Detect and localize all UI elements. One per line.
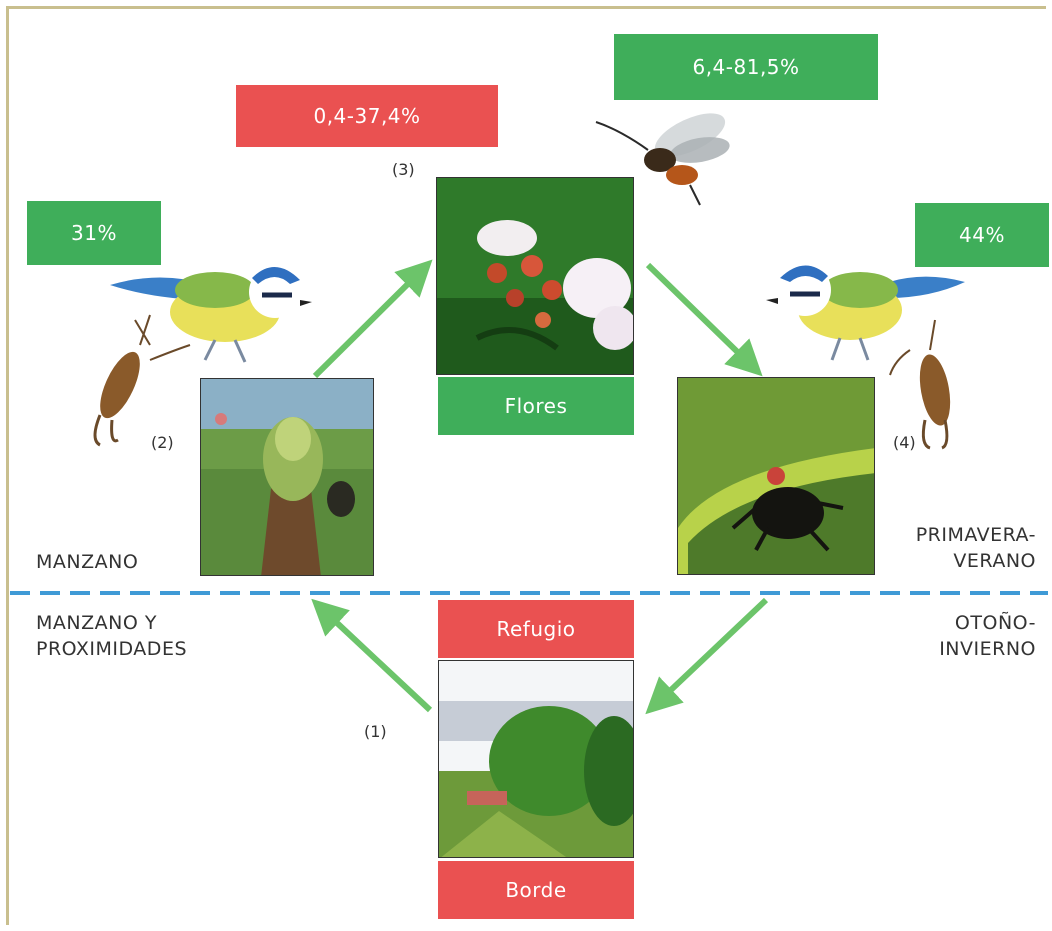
left-green-percentage: 31% <box>27 201 161 265</box>
flores-label: Flores <box>438 377 634 435</box>
borde-label: Borde <box>438 861 634 919</box>
zone-otono-invierno: OTOÑO- INVIERNO <box>939 612 1036 660</box>
stage-4-number: (4) <box>893 433 916 452</box>
zone-primavera-verano: PRIMAVERA- VERANO <box>915 524 1036 572</box>
refugio-label: Refugio <box>438 600 634 658</box>
zone-manzano-proximidades: MANZANO Y PROXIMIDADES <box>36 612 188 660</box>
flowers-photo <box>436 177 634 375</box>
bud-photo <box>200 378 374 576</box>
border-photo <box>438 660 634 858</box>
flowers-illustration <box>437 178 633 374</box>
bud-illustration <box>201 379 373 575</box>
weevil-illustration <box>678 378 874 574</box>
flowers-green-percentage: 6,4-81,5% <box>614 34 878 100</box>
right-green-percentage: 44% <box>915 203 1049 267</box>
weevil-photo <box>677 377 875 575</box>
stage-2-number: (2) <box>151 433 174 452</box>
stage-3-number: (3) <box>392 160 415 179</box>
zone-manzano: MANZANO <box>36 551 139 573</box>
stage-1-number: (1) <box>364 722 387 741</box>
flowers-red-percentage: 0,4-37,4% <box>236 85 498 147</box>
diagram-frame <box>6 6 1046 925</box>
border-illustration <box>439 661 633 857</box>
